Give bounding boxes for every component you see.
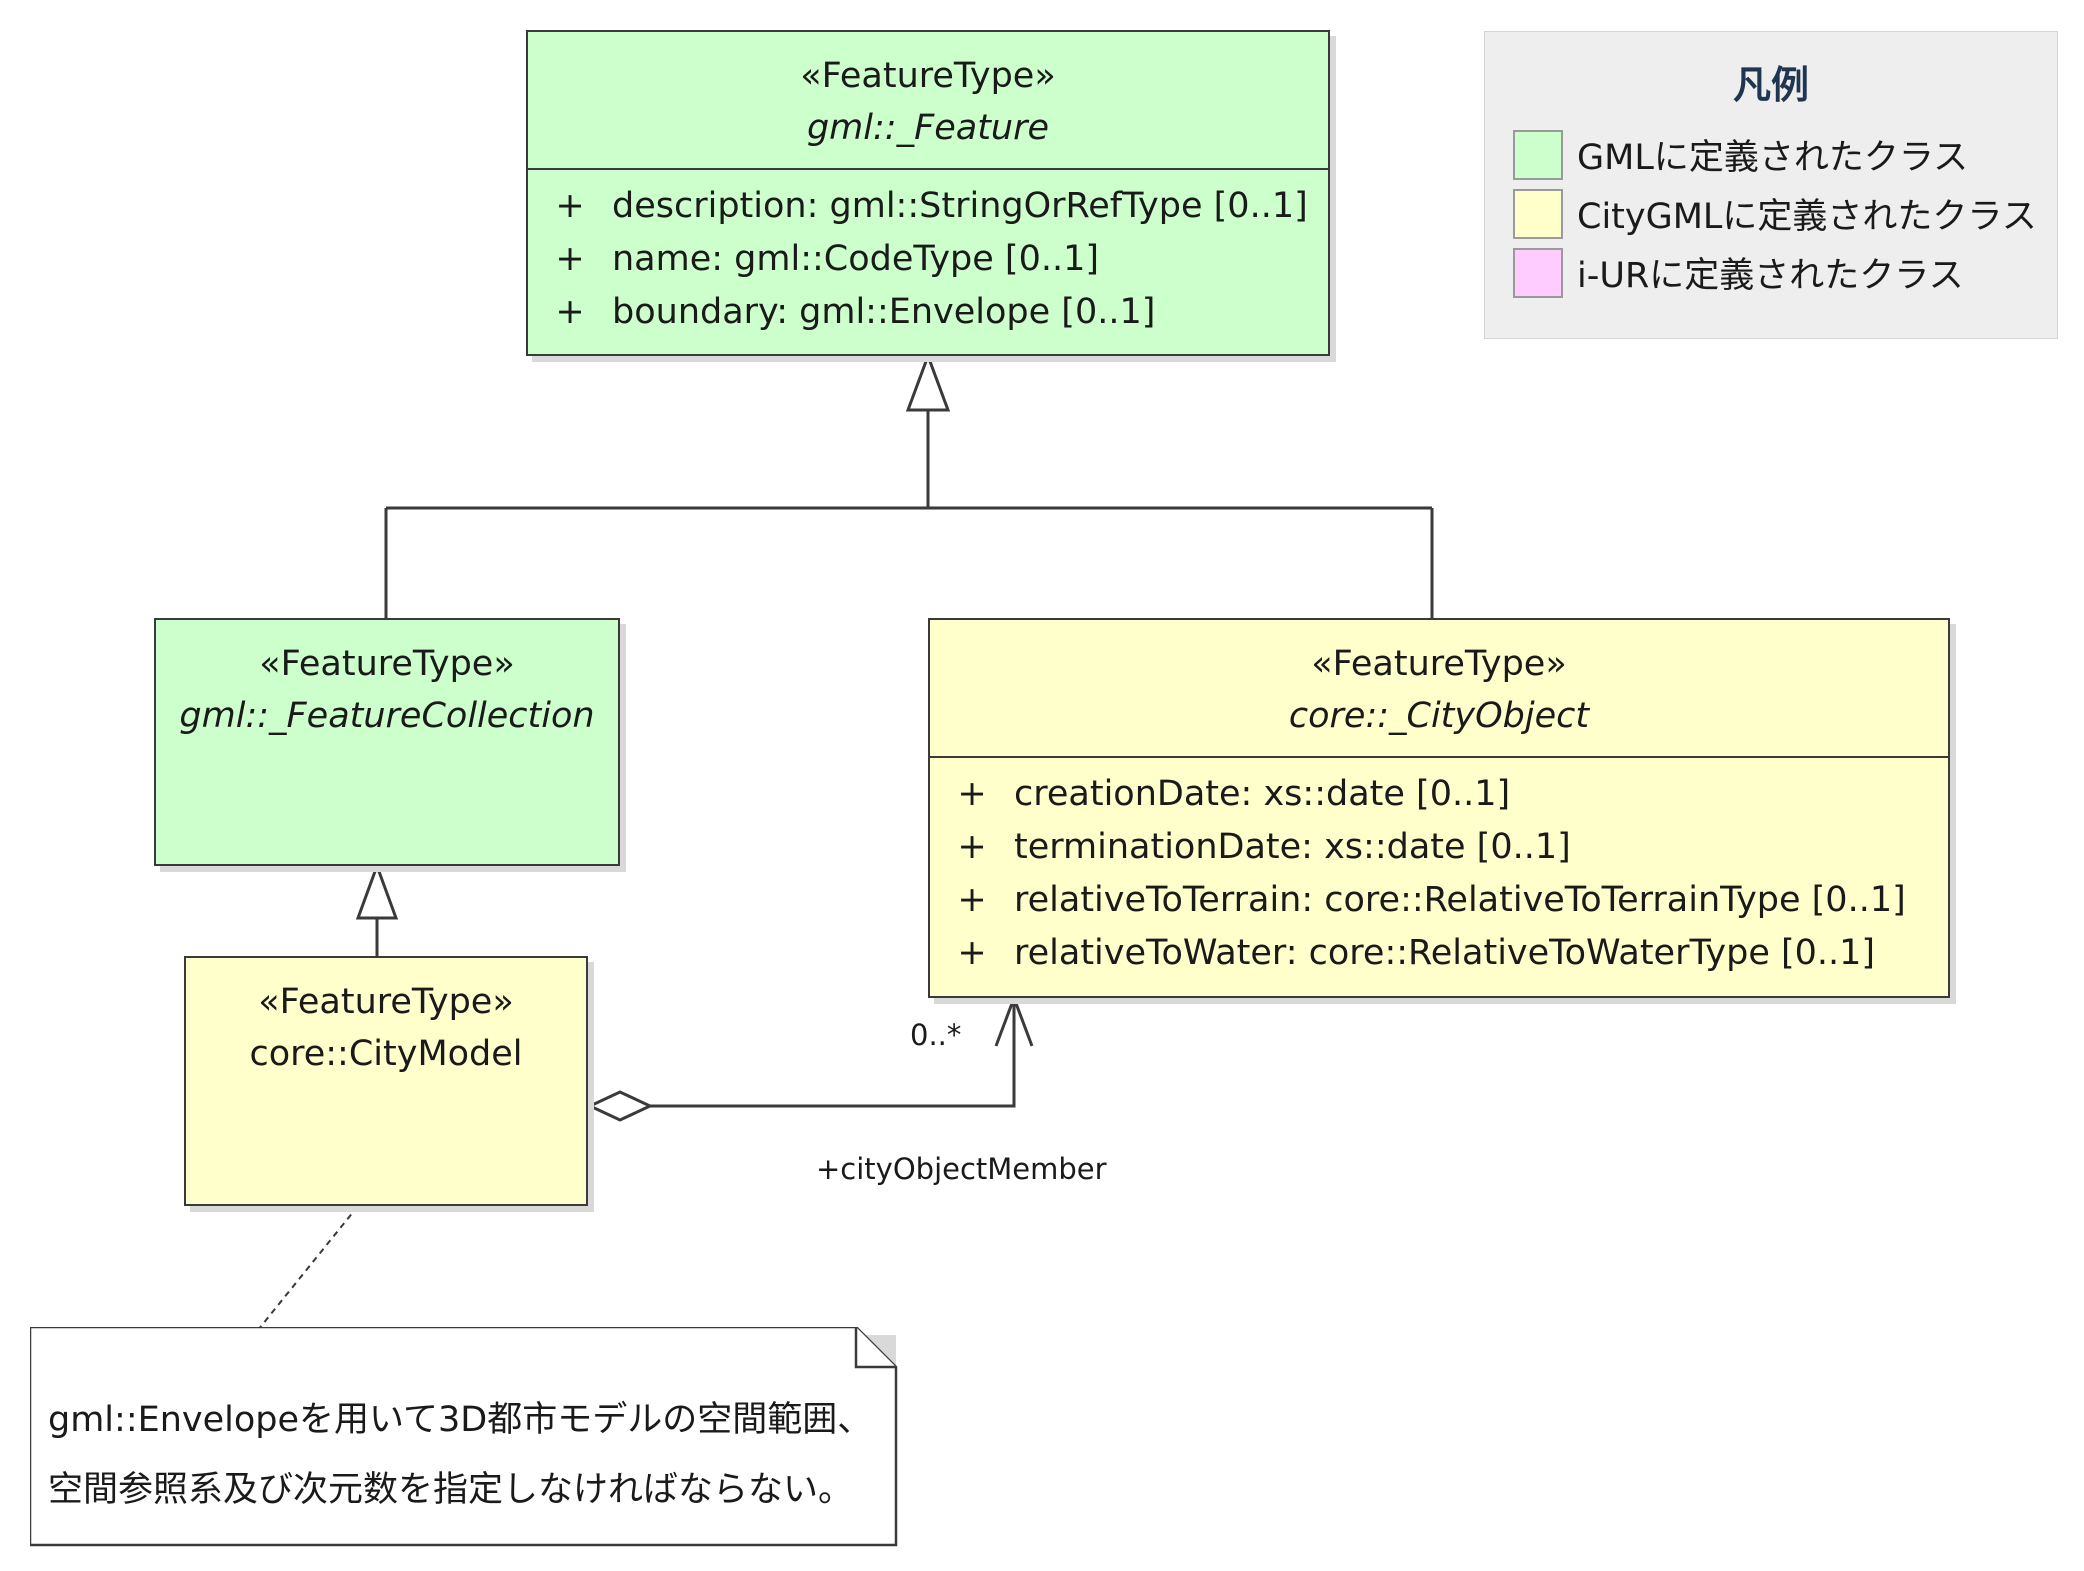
legend-label: GMLに定義されたクラス xyxy=(1577,138,1969,178)
attribute-row: +name: gml::CodeType [0..1] xyxy=(555,239,1100,279)
legend-item: CityGMLに定義されたクラス xyxy=(1513,184,2057,243)
stereotype-label: «FeatureType» xyxy=(800,56,1056,96)
attribute-list: +description: gml::StringOrRefType [0..1… xyxy=(528,168,1328,339)
class-name: core::_CityObject xyxy=(1288,696,1590,736)
legend-swatch-iur xyxy=(1513,247,1563,298)
note-line-2: 空間参照系及び次元数を指定しなければならない。 xyxy=(48,1470,854,1510)
attribute-list: +creationDate: xs::date [0..1] +terminat… xyxy=(930,756,1948,980)
legend-label: CityGMLに定義されたクラス xyxy=(1577,197,2037,237)
note-anchor-line xyxy=(257,1205,359,1331)
attribute-row: +creationDate: xs::date [0..1] xyxy=(957,774,1511,814)
class-name: gml::_FeatureCollection xyxy=(179,696,595,736)
aggregation-line xyxy=(650,1002,1016,1108)
legend-swatch-gml xyxy=(1513,129,1563,180)
constraint-note[interactable]: gml::Envelopeを用いて3D都市モデルの空間範囲、 空間参照系及び次元… xyxy=(30,1327,898,1547)
role-label: +cityObjectMember xyxy=(816,1152,1107,1186)
class-name: core::CityModel xyxy=(249,1034,523,1074)
note-line-1: gml::Envelopeを用いて3D都市モデルの空間範囲、 xyxy=(48,1400,873,1440)
class-core-city-object[interactable]: «FeatureType» core::_CityObject +creatio… xyxy=(928,618,1950,998)
multiplicity-label: 0..* xyxy=(910,1018,962,1052)
aggregation-diamond xyxy=(586,1090,654,1122)
class-gml-feature-collection[interactable]: «FeatureType» gml::_FeatureCollection xyxy=(154,618,620,866)
class-name: gml::_Feature xyxy=(806,108,1050,148)
legend-swatch-citygml xyxy=(1513,188,1563,239)
attribute-row: +terminationDate: xs::date [0..1] xyxy=(957,827,1571,867)
legend-item: i-URに定義されたクラス xyxy=(1513,243,2057,302)
attribute-row: +boundary: gml::Envelope [0..1] xyxy=(555,292,1156,332)
class-core-city-model[interactable]: «FeatureType» core::CityModel xyxy=(184,956,588,1206)
legend-item: GMLに定義されたクラス xyxy=(1513,125,2057,184)
stereotype-label: «FeatureType» xyxy=(258,982,514,1022)
generalization-arrowhead-feature xyxy=(905,351,951,412)
attribute-row: +relativeToTerrain: core::RelativeToTerr… xyxy=(957,880,1906,920)
attribute-row: +relativeToWater: core::RelativeToWaterT… xyxy=(957,933,1876,973)
stereotype-label: «FeatureType» xyxy=(1311,644,1567,684)
generalization-arrowhead-collection xyxy=(355,861,399,920)
stereotype-label: «FeatureType» xyxy=(259,644,515,684)
attribute-row: +description: gml::StringOrRefType [0..1… xyxy=(555,186,1308,226)
note-shape xyxy=(30,1327,898,1547)
aggregation-open-arrowhead xyxy=(994,993,1034,1047)
legend-title: 凡例 xyxy=(1732,63,1809,107)
class-gml-feature[interactable]: «FeatureType» gml::_Feature +description… xyxy=(526,30,1330,356)
legend-label: i-URに定義されたクラス xyxy=(1577,256,1964,296)
legend-panel: 凡例 GMLに定義されたクラス CityGMLに定義されたクラス i-URに定義… xyxy=(1484,31,2058,339)
